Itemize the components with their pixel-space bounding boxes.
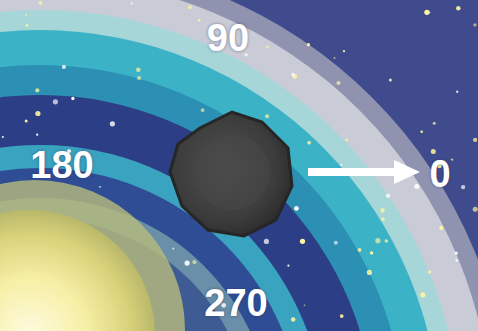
star: [39, 1, 43, 5]
sun-glow: [0, 180, 185, 331]
star: [334, 57, 336, 59]
star: [433, 122, 436, 125]
star: [424, 10, 429, 15]
star: [420, 292, 425, 297]
pale-band: [0, 10, 460, 331]
star: [265, 114, 269, 118]
star: [99, 186, 101, 188]
star: [35, 111, 40, 116]
star: [137, 76, 141, 80]
star: [414, 184, 419, 189]
star: [370, 251, 373, 254]
star: [188, 5, 192, 9]
star: [345, 139, 347, 141]
angle-label: 90: [207, 19, 249, 57]
star: [340, 164, 342, 166]
star: [192, 260, 196, 264]
star: [2, 136, 4, 138]
star: [428, 11, 430, 13]
star: [428, 271, 431, 274]
sun: [0, 210, 155, 331]
star: [307, 43, 311, 47]
star: [389, 79, 392, 82]
star: [358, 248, 362, 252]
angle-label: 270: [204, 284, 267, 322]
star: [25, 120, 28, 123]
star: [455, 252, 458, 255]
star: [367, 270, 372, 275]
star: [473, 138, 477, 142]
star: [456, 91, 458, 93]
star: [130, 2, 133, 5]
star: [300, 239, 305, 244]
star: [294, 206, 299, 211]
star: [291, 72, 295, 76]
star: [380, 208, 384, 212]
star: [201, 108, 205, 112]
star: [36, 134, 38, 136]
star: [455, 259, 457, 261]
stars: [2, 1, 478, 322]
dark-band: [0, 95, 375, 331]
star: [62, 65, 66, 69]
star: [110, 121, 115, 126]
star: [53, 99, 58, 104]
star: [375, 238, 380, 243]
star: [473, 207, 478, 212]
blue-band: [0, 65, 405, 331]
star: [25, 14, 27, 16]
star: [456, 6, 461, 11]
star: [291, 317, 296, 322]
star: [198, 19, 201, 22]
star: [431, 149, 436, 154]
star: [185, 261, 190, 266]
teal-band: [0, 30, 440, 331]
angle-label: 0: [429, 155, 450, 193]
star: [334, 241, 338, 245]
star: [337, 81, 341, 85]
star: [343, 50, 345, 52]
direction-arrow: [308, 168, 398, 176]
star: [26, 24, 29, 27]
star: [136, 67, 141, 72]
star: [451, 158, 453, 160]
star: [266, 46, 269, 49]
star: [304, 304, 306, 306]
arrow-head: [394, 160, 420, 184]
star: [172, 248, 174, 250]
star: [307, 141, 311, 145]
star: [35, 88, 39, 92]
star: [439, 226, 443, 230]
star: [264, 239, 269, 244]
star: [71, 97, 74, 100]
star: [385, 239, 389, 243]
star: [420, 131, 423, 134]
star: [473, 23, 476, 26]
asteroid: [170, 112, 292, 236]
angle-label: 180: [30, 146, 93, 184]
star: [287, 265, 289, 267]
star: [461, 185, 465, 189]
star: [381, 217, 385, 221]
star: [340, 314, 344, 318]
star: [386, 194, 391, 199]
asteroid-shade: [194, 134, 270, 210]
